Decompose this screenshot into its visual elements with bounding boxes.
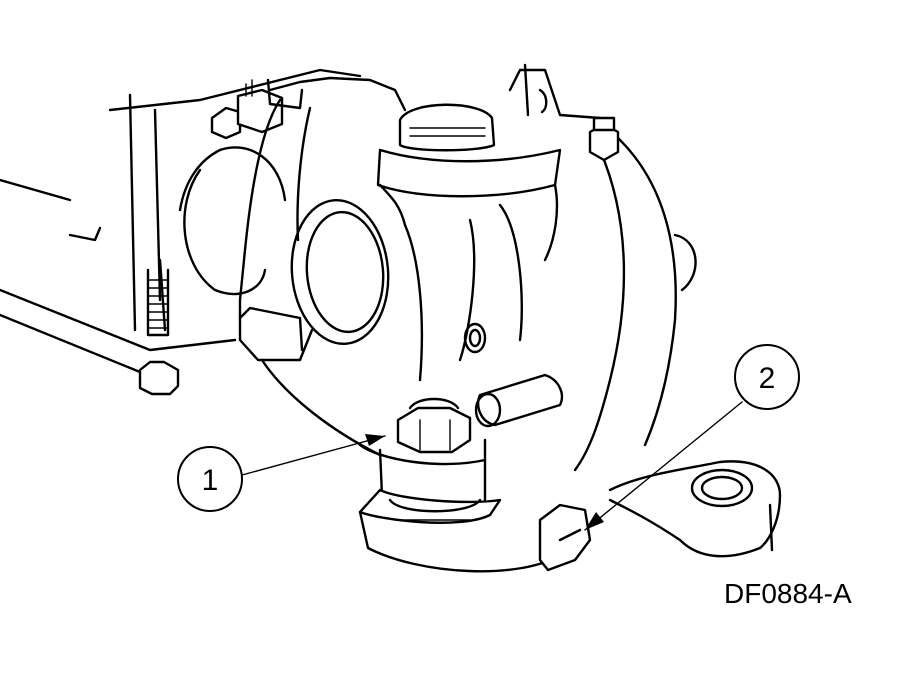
axle-housing <box>0 68 362 396</box>
axle-boot <box>178 146 287 296</box>
lower-ball-joint <box>358 397 562 573</box>
upper-bracket <box>210 76 407 140</box>
leader-lines <box>241 401 743 531</box>
callout-2: 2 <box>734 344 800 410</box>
figure-reference-code: DF0884-A <box>724 578 852 609</box>
callout-1: 1 <box>177 446 243 512</box>
callout-2-label: 2 <box>759 362 776 395</box>
steering-arm <box>538 460 782 572</box>
callout-1-label: 1 <box>202 464 219 497</box>
arrowhead-2 <box>585 512 604 530</box>
steering-knuckle-body <box>238 63 697 472</box>
arrowhead-1 <box>365 434 385 446</box>
